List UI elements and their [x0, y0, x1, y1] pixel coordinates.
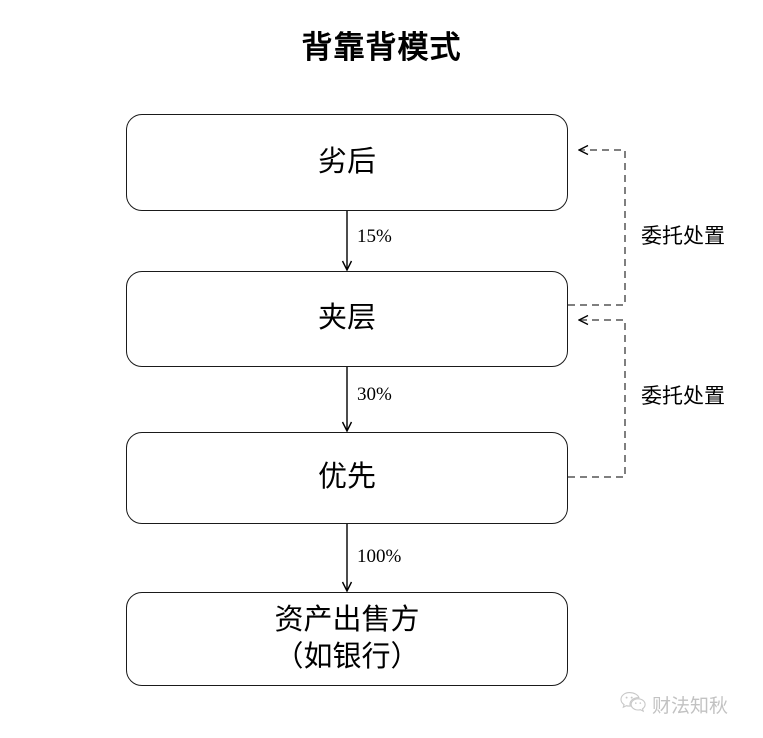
flow-label-mezzanine-to-senior: 30%	[357, 384, 392, 405]
node-senior[interactable]: 优先	[126, 432, 568, 524]
node-senior-label: 优先	[317, 461, 376, 494]
wechat-icon	[620, 691, 646, 718]
node-mezzanine[interactable]: 夹层	[126, 271, 568, 367]
node-subordinate[interactable]: 劣后	[126, 114, 568, 211]
watermark: 财法知秋	[620, 691, 728, 718]
flow-label-subordinate-to-mezzanine: 15%	[357, 226, 392, 247]
dashed-connector-senior-to-mezzanine	[568, 320, 626, 478]
dashed-label-mezzanine-to-subordinate: 委托处置	[641, 224, 725, 248]
watermark-text: 财法知秋	[652, 696, 729, 717]
node-subordinate-label: 劣后	[317, 145, 376, 178]
flow-label-senior-to-seller: 100%	[357, 546, 402, 567]
node-asset-seller-label: 资产出售方 （如银行）	[274, 603, 420, 673]
dashed-connector-mezzanine-to-subordinate	[568, 150, 626, 306]
dashed-label-senior-to-mezzanine: 委托处置	[641, 384, 725, 408]
node-asset-seller[interactable]: 资产出售方 （如银行）	[126, 592, 568, 686]
page-title: 背靠背模式	[301, 30, 462, 65]
node-mezzanine-label: 夹层	[317, 302, 376, 335]
